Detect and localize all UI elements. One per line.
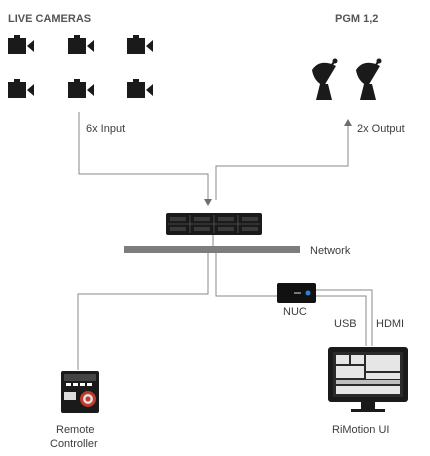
input-line [78, 112, 209, 200]
usb-line [316, 295, 367, 346]
output-label: 2x Output [357, 123, 405, 135]
hdmi-label: HDMI [376, 318, 405, 330]
usb-label: USB [334, 318, 357, 330]
connection-lines [77, 112, 373, 370]
output-arrowhead [344, 119, 352, 126]
camera-2-icon [68, 35, 94, 54]
camera-1-icon [8, 35, 34, 54]
camera-3-icon [127, 35, 153, 54]
nuc-icon [277, 283, 316, 303]
nuc-line [215, 252, 277, 297]
monitor-icon [328, 347, 408, 412]
remote-controller-label-line2: Controller [50, 438, 98, 450]
input-arrowhead [204, 199, 212, 206]
satellite-dish-2-icon [356, 58, 382, 100]
remote-controller-line [77, 252, 209, 370]
rack-server-icon [166, 213, 262, 235]
nuc-label: NUC [283, 306, 307, 318]
network-bar [124, 246, 300, 253]
satellite-dish-1-icon [312, 58, 338, 100]
camera-6-icon [127, 79, 153, 98]
input-label: 6x Input [86, 123, 126, 135]
network-label: Network [310, 245, 351, 257]
output-line [215, 124, 349, 200]
hdmi-line [316, 289, 373, 346]
remote-controller-label-line1: Remote [56, 424, 95, 436]
rimotion-ui-label: RiMotion UI [332, 424, 390, 436]
camera-4-icon [8, 79, 34, 98]
camera-5-icon [68, 79, 94, 98]
remote-controller-icon [61, 371, 99, 413]
pgm-heading: PGM 1,2 [335, 13, 379, 25]
live-cameras-heading: LIVE CAMERAS [8, 13, 92, 25]
